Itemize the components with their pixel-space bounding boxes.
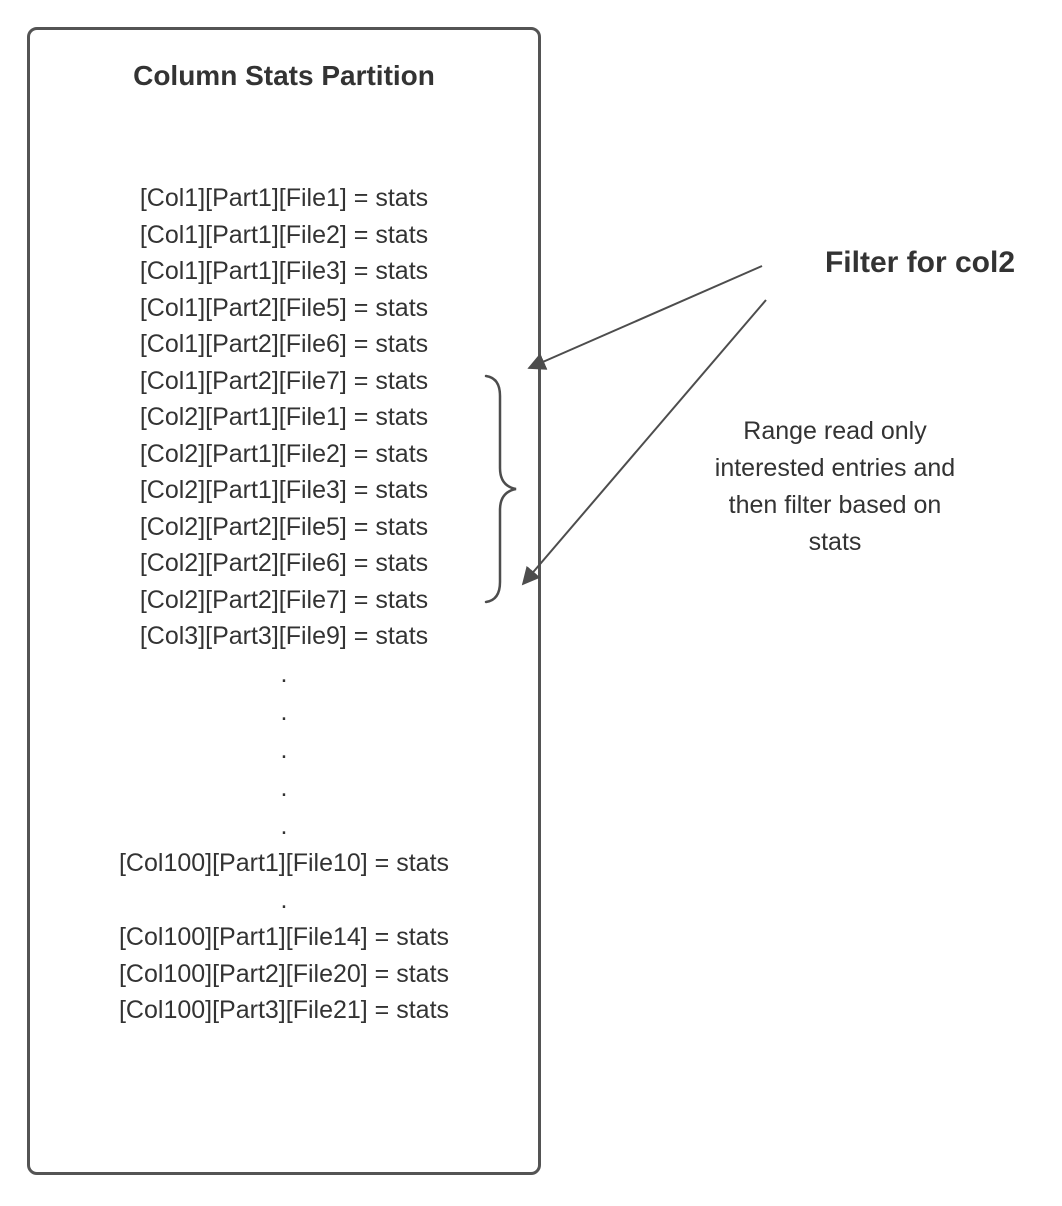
entry-row: [Col1][Part1][File3] = stats bbox=[139, 257, 429, 285]
entry-row: . bbox=[280, 735, 288, 764]
entry-row: [Col1][Part2][File6] = stats bbox=[139, 330, 429, 358]
partition-box: Column Stats Partition [Col1][Part1][Fil… bbox=[27, 27, 541, 1175]
filter-label: Filter for col2 bbox=[824, 246, 1016, 279]
entry-row: [Col2][Part2][File6] = stats bbox=[139, 549, 429, 577]
filter-arrow-top bbox=[527, 265, 763, 370]
entry-row: [Col1][Part2][File7] = stats bbox=[139, 366, 429, 395]
entry-row: [Col100][Part2][File20] = stats bbox=[118, 959, 450, 988]
entry-row: [Col100][Part1][File10] = stats bbox=[118, 848, 450, 877]
range-read-note: Range read only interested entries and t… bbox=[714, 417, 956, 556]
entry-row: [Col2][Part1][File2] = stats bbox=[139, 439, 429, 468]
entry-row: . bbox=[280, 773, 288, 802]
entry-row: [Col1][Part1][File2] = stats bbox=[139, 220, 429, 249]
entry-row: [Col2][Part1][File1] = stats bbox=[139, 403, 429, 431]
entry-row: . bbox=[280, 659, 288, 688]
entry-row: . bbox=[280, 811, 288, 840]
entry-row: [Col100][Part1][File14] = stats bbox=[118, 923, 450, 951]
entry-row: [Col1][Part1][File1] = stats bbox=[139, 184, 429, 212]
entry-row: [Col1][Part2][File5] = stats bbox=[139, 293, 429, 322]
entry-row: . bbox=[280, 886, 288, 914]
entry-row: [Col2][Part1][File3] = stats bbox=[139, 476, 429, 504]
box-title: Column Stats Partition bbox=[133, 60, 435, 91]
entries-list: [Col1][Part1][File1] = stats [Col1][Part1… bbox=[30, 180, 538, 1029]
entry-row: [Col100][Part3][File21] = stats bbox=[118, 996, 450, 1024]
entry-row: . bbox=[280, 697, 288, 726]
entry-row: [Col2][Part2][File7] = stats bbox=[139, 585, 429, 614]
entry-row: [Col3][Part3][File9] = stats bbox=[139, 622, 429, 650]
entry-row: [Col2][Part2][File5] = stats bbox=[139, 512, 429, 541]
